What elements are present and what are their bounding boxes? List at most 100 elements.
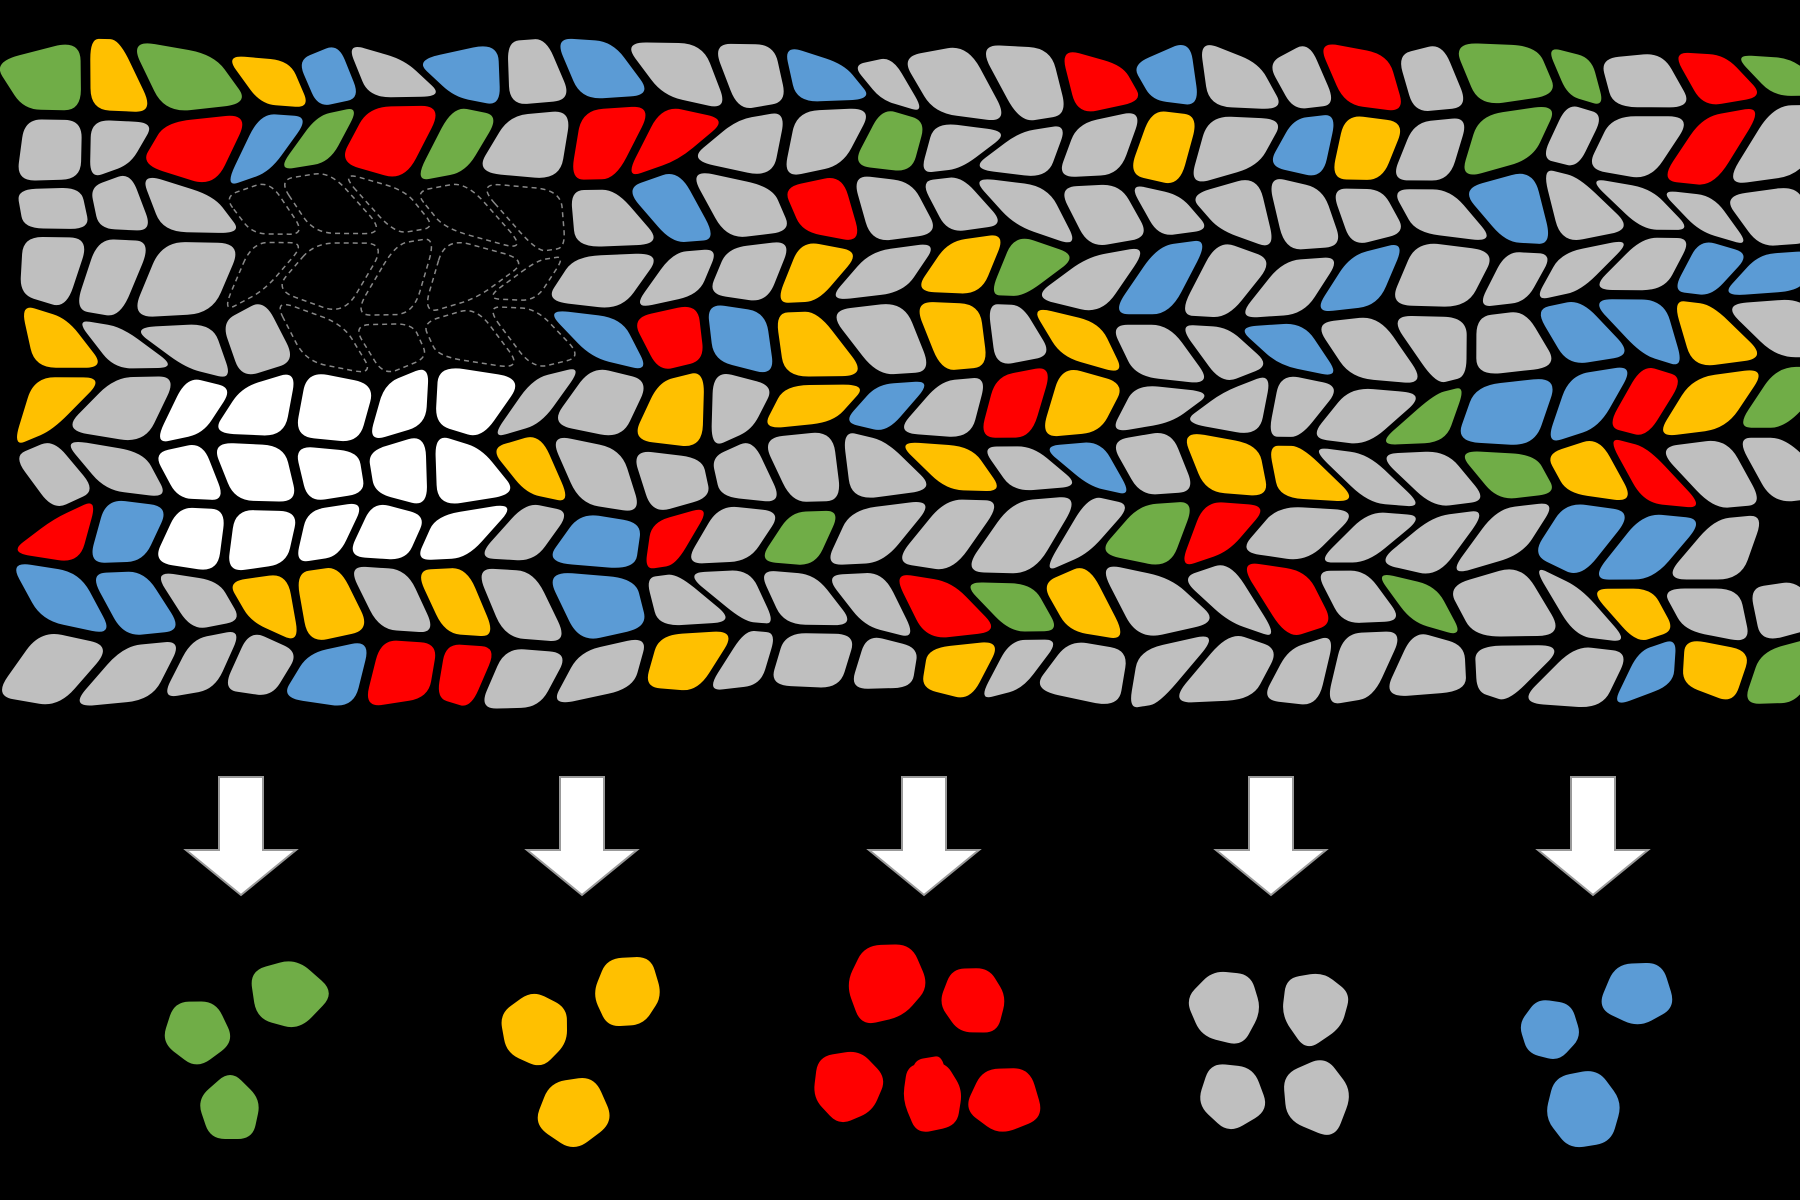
blue-cell [1469,173,1549,244]
gray-cell [484,649,563,709]
gray-cell [1115,386,1205,431]
yellow-cell [232,575,297,639]
gray-cell [902,499,995,570]
yellow-cell [24,307,98,368]
blue-cell [230,114,303,184]
red-cluster-cell [848,944,926,1024]
green-cell [1458,43,1553,104]
blue-cell [552,573,645,639]
red-cluster-cell [910,1056,948,1129]
yellow-cell [919,302,986,370]
white-region-cell [352,504,422,560]
blue-cell [1272,115,1334,176]
gray-cell [1396,118,1465,181]
yellow-cell [647,631,729,691]
white-region-cell [420,505,508,560]
blue-cell [1320,244,1400,312]
gray-cell [225,304,291,375]
gray-cell [712,242,787,301]
sorted-clusters [164,944,1673,1148]
red-cell [17,503,94,561]
gray-cell [1318,448,1416,507]
black-region-cell [492,306,576,367]
gray-cell [1115,433,1191,495]
down-arrow-icon [1535,776,1651,897]
green-cell [858,111,923,171]
yellow-cell [17,377,96,443]
gray-cell [18,187,88,229]
gray-cell [1202,45,1279,109]
gray-cell [1185,244,1267,318]
gray-cell [1476,312,1552,374]
gray-cell [1324,512,1416,563]
arrows [183,776,1651,897]
red-cluster [814,944,1041,1132]
tissue-mosaic [0,38,1800,709]
blue-cell [16,564,107,632]
gray-cell [989,304,1047,364]
gray-cell [1596,180,1685,230]
gray-cell [1599,237,1687,291]
gray-cell [713,630,773,690]
gray-cell [351,46,436,98]
gray-cell [70,441,163,496]
gray-cell [1395,243,1490,307]
gray-cell [697,113,783,174]
green-cell [137,43,242,111]
gray-cell [497,369,576,436]
gray-cell [1603,54,1687,108]
green-cell [970,582,1055,632]
gray-cell [786,108,866,175]
blue-cell [301,47,356,105]
gray-cell [1752,582,1800,639]
gray-cell [1733,105,1800,183]
gray-cell [167,631,237,697]
green-cell [284,109,354,169]
gray-cell [1591,116,1684,178]
gray-cell [639,249,714,306]
yellow-cluster-cell [501,993,567,1066]
gray-cell [713,443,777,502]
blue-cluster-cell [1601,962,1673,1025]
yellow-cell [777,311,858,377]
black-region-cell [425,309,515,367]
gray-cell [1546,170,1624,240]
gray-cell [844,433,927,498]
yellow-cell [1663,370,1759,436]
gray-cell [985,45,1064,121]
gray-cell [1742,437,1800,502]
gray-cell [694,570,771,624]
gray-cell [1187,565,1272,635]
gray-cell [907,47,1002,121]
blue-cell [849,381,925,430]
red-cluster-cell [968,1068,1041,1132]
down-arrow-icon [524,776,640,897]
gray-cell [1401,46,1464,111]
gray-cluster-cell [1188,971,1259,1044]
green-cluster-cell [164,1001,231,1065]
gray-cell [92,175,148,231]
red-cell [1323,44,1401,111]
gray-cell [558,369,644,436]
yellow-cluster-cell [537,1078,610,1148]
gray-cell [1195,180,1272,246]
yellow-cell [1133,111,1195,184]
gray-cell [1329,631,1398,704]
gray-cell [1528,647,1624,708]
black-region-cell [347,175,431,233]
white-region-cell [435,437,511,504]
gray-cell [1049,497,1125,569]
gray-cluster-cell [1283,973,1349,1047]
yellow-cluster-cell [595,957,660,1027]
black-region-cell [486,183,565,252]
gray-cell [1389,634,1466,696]
gray-cell [925,177,998,231]
gray-cell [1453,569,1556,637]
gray-cell [979,179,1073,243]
gray-cell [1061,113,1138,177]
yellow-cell [905,442,997,492]
yellow-cell [1683,641,1747,700]
red-cell [1246,563,1329,636]
blue-cell [708,305,773,373]
gray-cell [971,497,1072,574]
